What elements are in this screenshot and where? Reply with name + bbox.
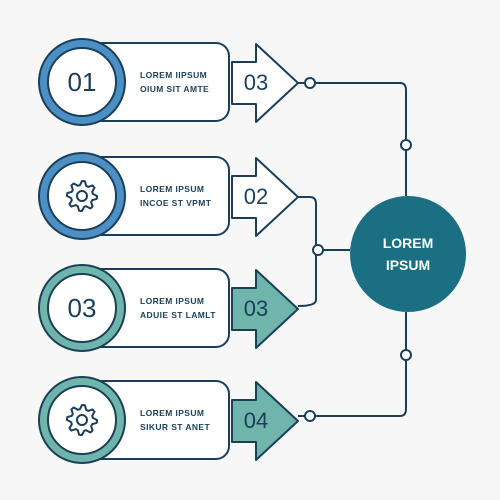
step-card: LOREM IPSUM SIKUR ST ANET xyxy=(0,376,320,466)
step-description: LOREM IPSUM INCOE ST VPMT xyxy=(140,182,211,210)
step-description-line2: ADUIE ST LAMLT xyxy=(140,310,216,320)
step-description: LOREM IPSUM SIKUR ST ANET xyxy=(140,406,210,434)
hub-title-line1: LOREM xyxy=(382,235,434,251)
step-description: LOREM IPSUM ADUIE ST LAMLT xyxy=(140,294,216,322)
connector-node xyxy=(304,77,316,89)
step-badge-number: 01 xyxy=(47,47,117,117)
step-description: LOREM IIPSUM OIUM SIT AMTE xyxy=(140,68,209,96)
connector-node xyxy=(304,410,316,422)
step-badge-ring: 03 xyxy=(38,264,126,352)
step-description-line1: LOREM IPSUM xyxy=(140,184,205,194)
connector-node xyxy=(400,349,412,361)
connector-node xyxy=(312,244,324,256)
step-arrow-number: 04 xyxy=(243,408,269,433)
step-description-line2: OIUM SIT AMTE xyxy=(140,84,210,94)
connector-middle xyxy=(297,196,317,307)
step-badge-number: 03 xyxy=(47,273,117,343)
connector-top xyxy=(298,82,407,196)
step-description-line1: LOREM IIPSUM xyxy=(140,70,208,80)
step-description-line1: LOREM IPSUM xyxy=(140,296,205,306)
step-card: 03 LOREM IPSUM ADUIE ST LAMLT xyxy=(0,264,320,354)
step-badge-ring xyxy=(38,152,126,240)
step-arrow xyxy=(231,157,299,237)
step-badge-ring: 01 xyxy=(38,38,126,126)
connector-node xyxy=(400,139,412,151)
step-arrow-number: 03 xyxy=(243,70,269,95)
step-description-line2: INCOE ST VPMT xyxy=(140,198,212,208)
step-arrow xyxy=(231,43,299,123)
step-arrow xyxy=(231,381,299,461)
step-arrow-number: 03 xyxy=(243,296,269,321)
hub-circle: LOREM IPSUM xyxy=(350,196,466,312)
step-description-line1: LOREM IPSUM xyxy=(140,408,205,418)
step-card: 01 LOREM IIPSUM OIUM SIT AMTE xyxy=(0,38,320,128)
gear-icon xyxy=(47,385,117,455)
gear-icon xyxy=(47,161,117,231)
hub-title-line2: IPSUM xyxy=(385,257,431,273)
connector-bottom xyxy=(298,312,407,417)
step-badge-ring xyxy=(38,376,126,464)
step-arrow xyxy=(231,269,299,349)
step-card: LOREM IPSUM INCOE ST VPMT xyxy=(0,152,320,242)
step-arrow-number: 02 xyxy=(243,184,269,209)
step-description-line2: SIKUR ST ANET xyxy=(140,422,211,432)
